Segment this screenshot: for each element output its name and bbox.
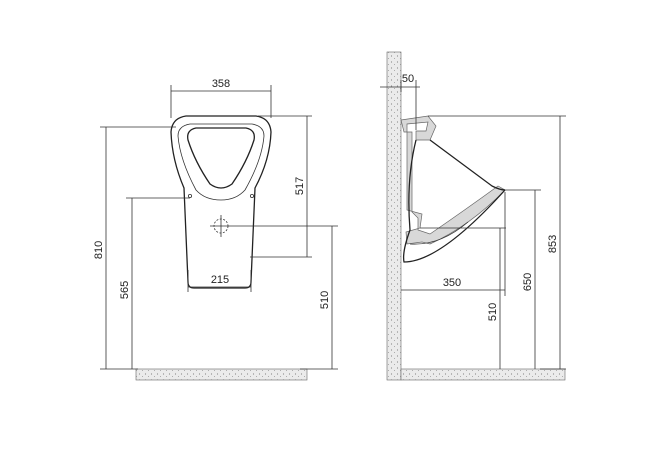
front-bowl-opening [187,127,255,189]
side-view: 50 350 510 650 853 [380,51,566,381]
dim-front-width-bottom: 215 [211,274,229,286]
side-wall [386,51,402,381]
front-fixing-hole-right [249,193,254,198]
side-urinal-section [400,115,506,245]
dim-side-top-height: 853 [547,235,559,253]
side-urinal-top [429,139,506,191]
dim-front-inlet-height: 565 [119,281,131,299]
dim-front-body-height: 517 [294,177,306,195]
front-view: 358 215 517 810 565 510 [93,78,338,381]
dim-side-wall-offset: 50 [402,73,414,85]
side-urinal-inner-bowl [409,221,469,245]
front-floor [135,368,308,381]
dim-side-outlet-height: 510 [487,303,499,321]
dim-side-lip-height: 650 [522,273,534,291]
dim-front-total-height: 810 [93,241,105,259]
front-urinal-inner-rim [177,123,265,201]
dim-front-outlet-height: 510 [319,291,331,309]
side-urinal-outer-shell [402,139,506,263]
dim-front-width-top: 358 [212,78,230,90]
dim-side-depth: 350 [443,277,461,289]
front-urinal-outline [170,115,272,289]
side-floor [400,368,566,381]
front-fixing-hole-left [187,193,192,198]
